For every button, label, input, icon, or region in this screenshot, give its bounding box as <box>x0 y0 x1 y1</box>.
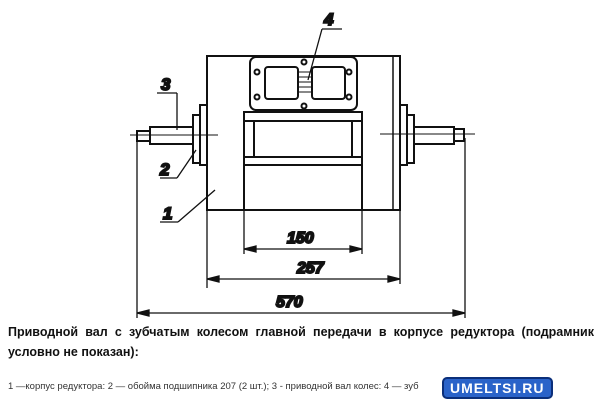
dimension-lines <box>136 138 466 318</box>
figure-caption: Приводной вал с зубчатым колесом главной… <box>8 325 594 359</box>
callout-4: 4 <box>323 10 334 29</box>
watermark-logo: UMELTSI.RU <box>442 377 553 399</box>
figure-legend: 1 —корпус редуктора: 2 — обойма подшипни… <box>8 381 419 392</box>
dimension-570: 570 <box>276 294 303 311</box>
housing <box>206 55 401 211</box>
leader-lines <box>157 28 342 223</box>
callout-2: 2 <box>159 160 170 179</box>
cover-plate <box>249 56 358 111</box>
dimension-150: 150 <box>287 230 314 247</box>
right-shaft <box>380 104 475 166</box>
gear-frame <box>243 111 363 211</box>
callout-1: 1 <box>163 204 172 223</box>
dimension-257: 257 <box>296 260 325 277</box>
left-shaft <box>130 104 218 166</box>
callout-3: 3 <box>161 75 171 94</box>
gearbox-drawing: 1 2 3 4 150 257 570 <box>130 9 475 318</box>
